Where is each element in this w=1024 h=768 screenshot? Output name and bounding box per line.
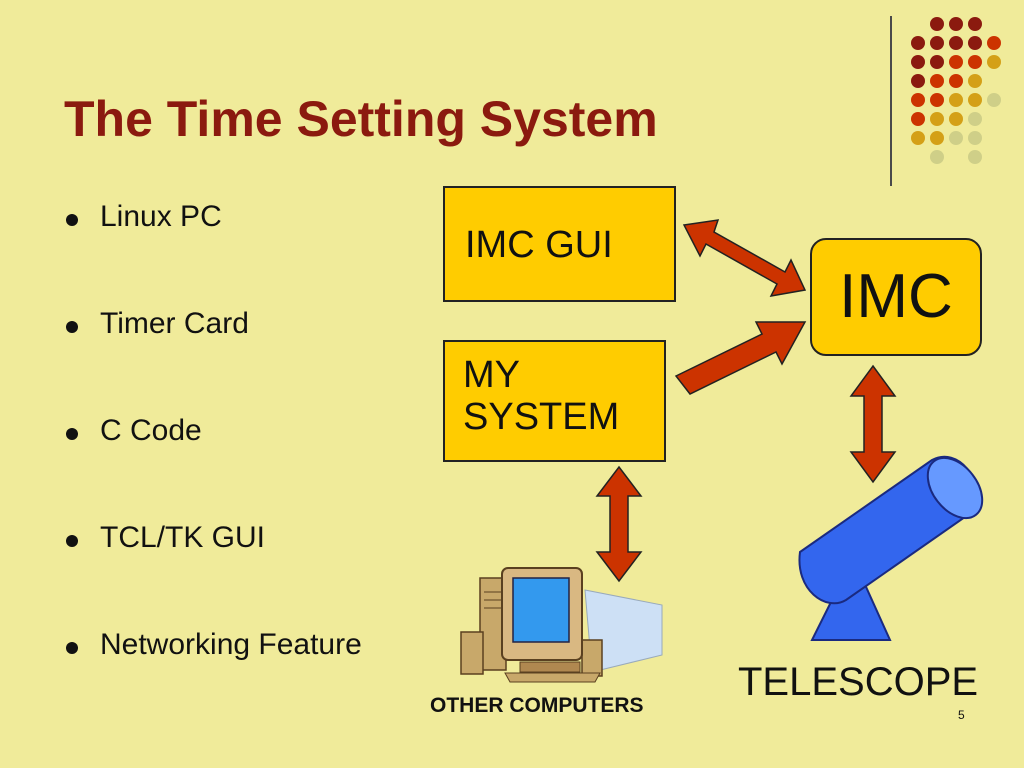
decorative-dot — [911, 93, 925, 107]
decorative-dot — [968, 112, 982, 126]
decorative-dot — [968, 55, 982, 69]
decorative-dot — [911, 74, 925, 88]
bullet-dot-icon — [66, 642, 78, 654]
title-divider-line — [890, 16, 892, 186]
double-arrow-icon — [595, 465, 643, 583]
double-arrow-icon — [849, 364, 897, 484]
decorative-dot — [968, 93, 982, 107]
telescope-label: TELESCOPE — [738, 660, 979, 704]
my-system-label-line2: SYSTEM — [463, 396, 620, 438]
decorative-dot — [930, 150, 944, 164]
double-arrow-icon — [682, 219, 807, 297]
bullet-text: Linux PC — [100, 200, 222, 233]
bullet-dot-icon — [66, 214, 78, 226]
page-number: 5 — [958, 708, 965, 722]
decorative-dot — [930, 93, 944, 107]
decorative-dot — [968, 74, 982, 88]
decorative-dot — [987, 93, 1001, 107]
bullet-list: Linux PC Timer Card C Code TCL/TK GUI Ne… — [62, 200, 362, 735]
decorative-dot — [930, 36, 944, 50]
bullet-text: TCL/TK GUI — [100, 521, 266, 554]
bullet-dot-icon — [66, 321, 78, 333]
decorative-dot — [930, 17, 944, 31]
decorative-dot — [911, 55, 925, 69]
imc-gui-box: IMC GUI — [443, 186, 676, 302]
single-arrow-icon — [674, 321, 807, 395]
computer-clipart-icon — [460, 567, 663, 683]
decorative-dot — [949, 17, 963, 31]
decorative-dot — [968, 36, 982, 50]
decorative-dot — [968, 17, 982, 31]
imc-gui-label: IMC GUI — [465, 224, 613, 266]
decorative-dot — [911, 36, 925, 50]
bullet-text: C Code — [100, 414, 202, 447]
telescope-icon — [798, 455, 984, 641]
decorative-dot — [949, 93, 963, 107]
my-system-label-line1: MY — [463, 354, 520, 396]
decorative-dot — [930, 55, 944, 69]
bullet-dot-icon — [66, 535, 78, 547]
decorative-dot — [949, 36, 963, 50]
bullet-item: Networking Feature — [62, 628, 362, 735]
decorative-dot — [987, 36, 1001, 50]
decorative-dot — [968, 150, 982, 164]
bullet-dot-icon — [66, 428, 78, 440]
decorative-dot — [949, 55, 963, 69]
decorative-dot — [930, 74, 944, 88]
bullet-text: Networking Feature — [100, 628, 362, 661]
decorative-dot — [930, 112, 944, 126]
bullet-item: Timer Card — [62, 307, 362, 414]
other-computers-label: OTHER COMPUTERS — [430, 694, 644, 717]
decorative-dot — [987, 55, 1001, 69]
decorative-dot — [949, 112, 963, 126]
bullet-item: C Code — [62, 414, 362, 521]
decorative-dot — [949, 74, 963, 88]
decorative-dot — [968, 131, 982, 145]
imc-box: IMC — [810, 238, 982, 356]
my-system-box: MY SYSTEM — [443, 340, 666, 462]
decorative-dot-grid — [911, 17, 1001, 164]
slide-title: The Time Setting System — [64, 91, 658, 147]
decorative-dot — [911, 112, 925, 126]
bullet-item: TCL/TK GUI — [62, 521, 362, 628]
imc-label: IMC — [839, 262, 953, 331]
decorative-dot — [930, 131, 944, 145]
bullet-text: Timer Card — [100, 307, 249, 340]
bullet-item: Linux PC — [62, 200, 362, 307]
decorative-dot — [949, 131, 963, 145]
decorative-dot — [911, 131, 925, 145]
